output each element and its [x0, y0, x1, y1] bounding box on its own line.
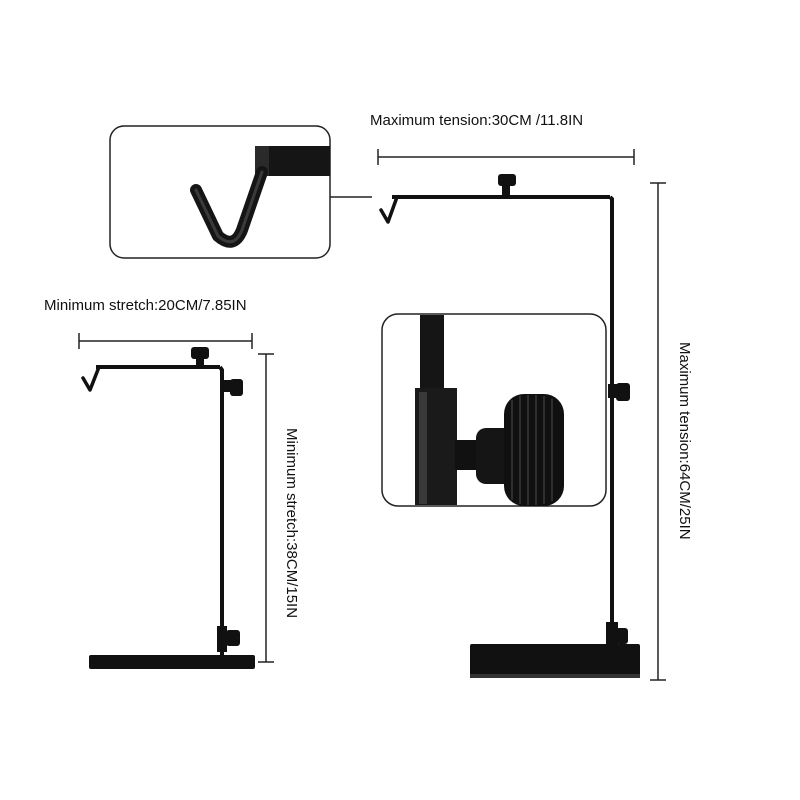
- max-width-dimension-line: [377, 149, 635, 165]
- knob-detail-callout: [381, 313, 607, 507]
- hook-detail-callout: [109, 125, 372, 259]
- max-tension-height-label: Maximum tension:64CM/25IN: [676, 342, 693, 540]
- small-lamp-stand: [81, 347, 255, 669]
- min-width-dimension-line: [78, 333, 253, 349]
- min-height-dimension-line: [258, 353, 274, 663]
- hook-closeup-icon: [190, 146, 330, 248]
- max-height-dimension-line: [650, 182, 666, 681]
- min-stretch-width-label: Minimum stretch:20CM/7.85IN: [44, 297, 247, 314]
- max-tension-width-label: Maximum tension:30CM /11.8IN: [370, 112, 584, 129]
- knob-closeup-icon: [415, 315, 564, 506]
- min-stretch-height-label: Minimum stretch:38CM/15IN: [283, 428, 300, 619]
- large-lamp-stand: [379, 174, 640, 678]
